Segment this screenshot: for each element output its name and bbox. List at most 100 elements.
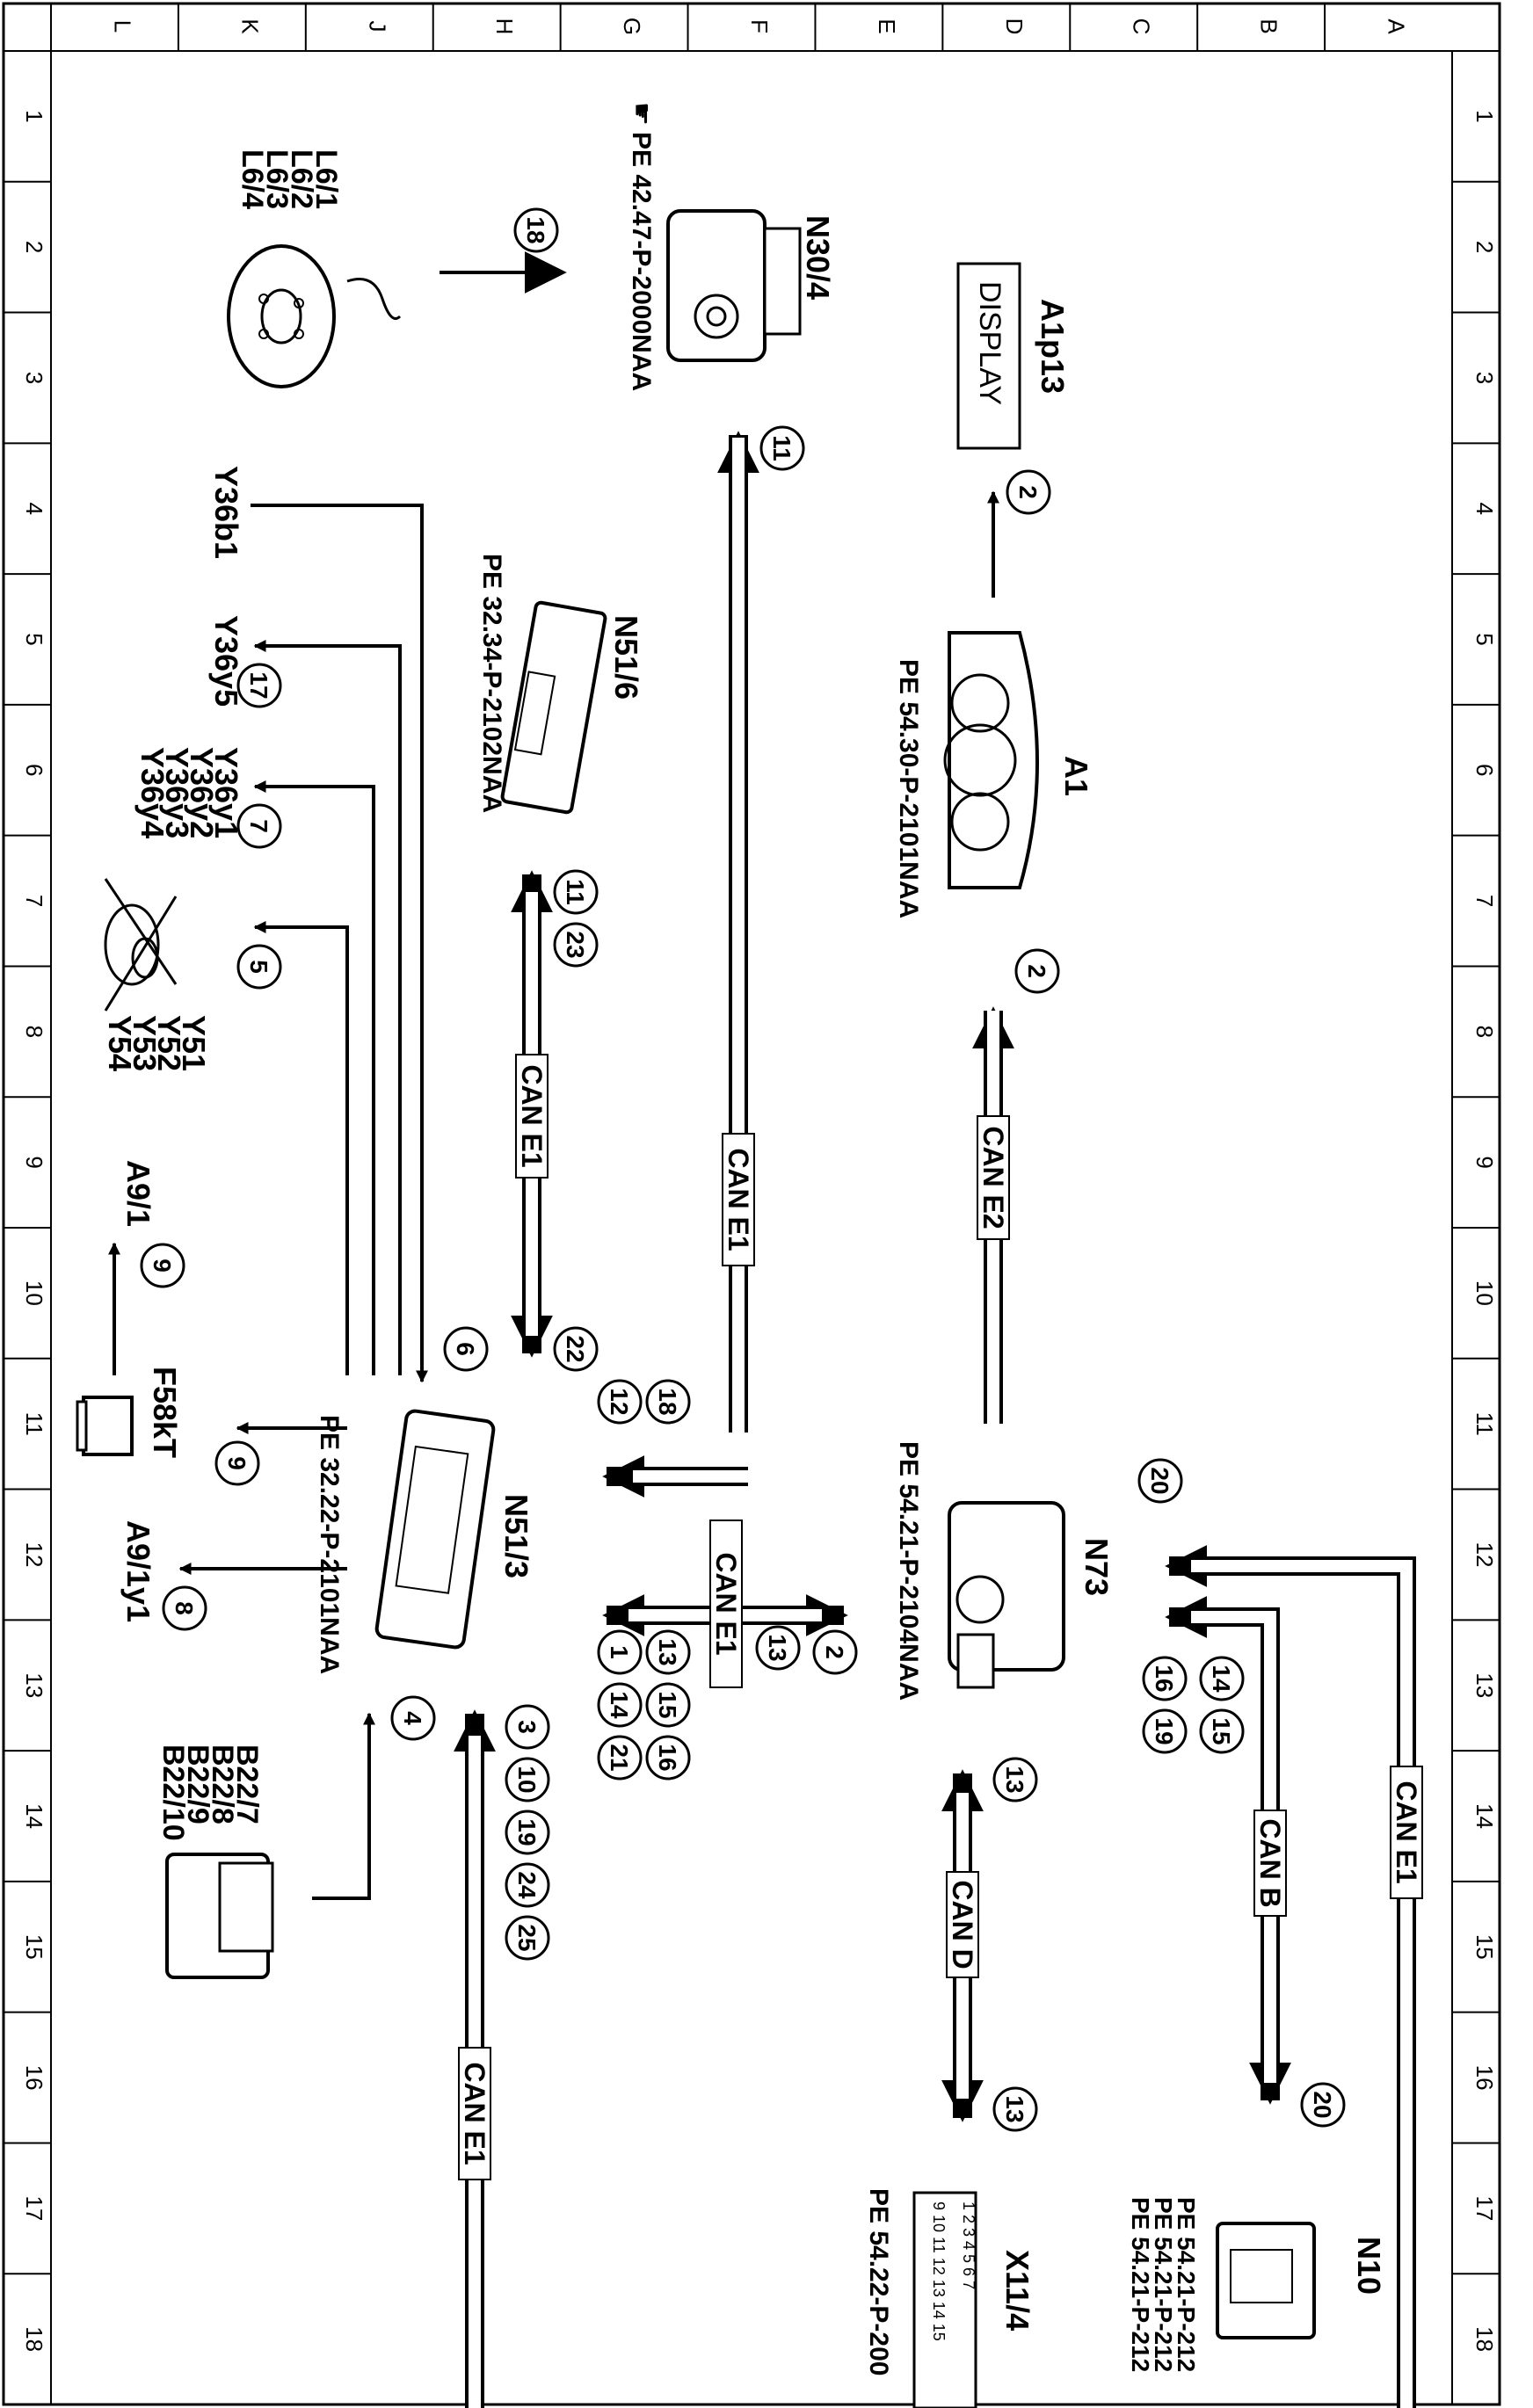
svg-text:15: 15 <box>654 1691 681 1718</box>
callout-c24: 24 <box>505 1862 550 1908</box>
a9-1-label: A9/1 <box>120 1160 156 1227</box>
a1p13-screen: DISPLAY <box>973 281 1006 405</box>
x11-4-pins-top: 1 2 3 4 5 6 7 <box>960 2201 977 2289</box>
grid-row-16: 16 <box>21 2065 47 2091</box>
grid-row-10: 10 <box>1471 1280 1498 1306</box>
svg-text:13: 13 <box>1001 1766 1028 1793</box>
grid-col-C: C <box>1129 18 1155 35</box>
n10-ref-1: PE 54.21-P-212 <box>1173 2197 1200 2372</box>
callout-c16-n73: 16 <box>1142 1656 1188 1701</box>
svg-text:20: 20 <box>1146 1467 1173 1494</box>
grid-row-11: 11 <box>1471 1412 1498 1436</box>
callout-c13-can: 13 <box>645 1629 691 1675</box>
grid-col-K: K <box>236 18 263 34</box>
svg-text:14: 14 <box>606 1691 633 1719</box>
svg-text:9: 9 <box>149 1258 176 1273</box>
svg-text:17: 17 <box>245 671 272 699</box>
a1p13-display: DISPLAY A1p13 <box>956 262 1071 450</box>
grid-row-17: 17 <box>1471 2195 1498 2221</box>
n51-3-label: N51/3 <box>498 1494 534 1578</box>
svg-text:19: 19 <box>513 1818 541 1846</box>
callout-c19-bus: 19 <box>505 1810 550 1855</box>
svg-text:6: 6 <box>452 1342 479 1356</box>
n30-4-label: N30/4 <box>800 215 836 300</box>
grid-row-18: 18 <box>1471 2326 1498 2352</box>
svg-text:12: 12 <box>606 1388 633 1415</box>
svg-text:2: 2 <box>1023 964 1050 978</box>
svg-text:18: 18 <box>522 216 549 243</box>
grid-row-12: 12 <box>21 1541 47 1567</box>
callout-c1: 1 <box>597 1629 643 1675</box>
grid-col-L: L <box>109 20 135 33</box>
callout-c2-n73: 2 <box>812 1629 858 1675</box>
n51-3-ref: PE 32.22-P-2101NAA <box>315 1415 344 1674</box>
svg-text:CAN B: CAN B <box>1254 1818 1286 1907</box>
grid-row-15: 15 <box>21 1934 47 1960</box>
n10-ref-2: PE 54.21-P-212 <box>1150 2197 1177 2372</box>
n30-4-ref-icon: ☛ <box>627 102 656 126</box>
svg-text:10: 10 <box>513 1766 541 1793</box>
signal-lines <box>108 251 999 1900</box>
callout-c11-n51-6: 11 <box>553 869 599 915</box>
svg-text:21: 21 <box>606 1744 633 1771</box>
callout-c11-n30: 11 <box>759 425 805 471</box>
callout-c5: 5 <box>236 944 282 990</box>
svg-text:8: 8 <box>171 1601 198 1615</box>
callout-c10: 10 <box>505 1757 550 1802</box>
grid-col-B: B <box>1256 18 1282 33</box>
callout-c14-mid: 14 <box>597 1682 643 1728</box>
n51-6-label: N51/6 <box>608 615 644 700</box>
n73-ref: PE 54.21-P-2104NAA <box>894 1441 923 1701</box>
grid-row-12: 12 <box>1471 1541 1498 1567</box>
callout-c18-top: 18 <box>513 207 559 253</box>
svg-text:CAN D: CAN D <box>947 1880 978 1969</box>
grid-col-G: G <box>619 18 645 35</box>
n73-component: N73 PE 54.21-P-2104NAA <box>894 1441 1115 1701</box>
n10-ref-3: PE 54.21-P-212 <box>1127 2197 1154 2372</box>
grid-row-6: 6 <box>21 764 47 776</box>
grid-col-A: A <box>1384 18 1410 34</box>
a1-instrument-cluster: A1 PE 54.30-P-2101NAA <box>894 631 1094 918</box>
grid-col-F: F <box>746 19 773 33</box>
n51-3-component: N51/3 PE 32.22-P-2101NAA <box>315 1409 534 1674</box>
grid-row-10: 10 <box>21 1280 47 1306</box>
callout-c15-n73: 15 <box>1199 1708 1245 1754</box>
grid-row-3: 3 <box>21 372 47 384</box>
n10-label: N10 <box>1351 2237 1387 2295</box>
svg-text:3: 3 <box>513 1720 541 1734</box>
svg-text:CAN E1: CAN E1 <box>459 2062 490 2165</box>
grid-row-14: 14 <box>1471 1803 1498 1829</box>
b22-9-label: B22/9 <box>181 1744 214 1824</box>
grid-row-6: 6 <box>1471 764 1498 776</box>
grid-row-9: 9 <box>21 1156 47 1168</box>
svg-text:24: 24 <box>513 1871 541 1899</box>
callout-c22: 22 <box>553 1326 599 1372</box>
grid-row-7: 7 <box>21 895 47 907</box>
y52-label: Y52 <box>151 1015 187 1071</box>
svg-text:2: 2 <box>821 1645 848 1659</box>
grid-row-11: 11 <box>21 1412 47 1436</box>
grid-row-1: 1 <box>1471 110 1498 122</box>
svg-text:13: 13 <box>654 1638 681 1665</box>
callout-c20-bottom: 20 <box>1300 2082 1346 2128</box>
callout-c19-n73: 19 <box>1142 1708 1188 1754</box>
n51-6-ref: PE 32.34-P-2102NAA <box>477 554 506 813</box>
grid-row-8: 8 <box>1471 1026 1498 1038</box>
a1p13-label: A1p13 <box>1035 299 1071 394</box>
a9-1y1-label: A9/1y1 <box>120 1520 156 1622</box>
svg-text:14: 14 <box>1208 1665 1235 1693</box>
can-e1-main-label: CAN E1 <box>722 1133 755 1266</box>
l6-label-4: L6/4 <box>236 149 269 209</box>
x11-4-connector: 1 2 3 4 5 6 7 9 10 11 12 13 14 15 X11/4 … <box>864 2188 1035 2408</box>
n51-6-component: N51/6 PE 32.34-P-2102NAA <box>477 554 644 815</box>
svg-text:CAN E1: CAN E1 <box>723 1148 754 1251</box>
grid-row-4: 4 <box>1471 502 1498 514</box>
grid-row-5: 5 <box>1471 633 1498 645</box>
callout-c21: 21 <box>597 1735 643 1781</box>
y51-valve-graphic <box>104 878 178 1012</box>
can-e1-bottom-label: CAN E1 <box>458 2047 491 2180</box>
n73-label: N73 <box>1079 1538 1115 1596</box>
svg-text:16: 16 <box>1151 1665 1178 1692</box>
callout-c13-cand-top: 13 <box>992 1757 1038 1802</box>
